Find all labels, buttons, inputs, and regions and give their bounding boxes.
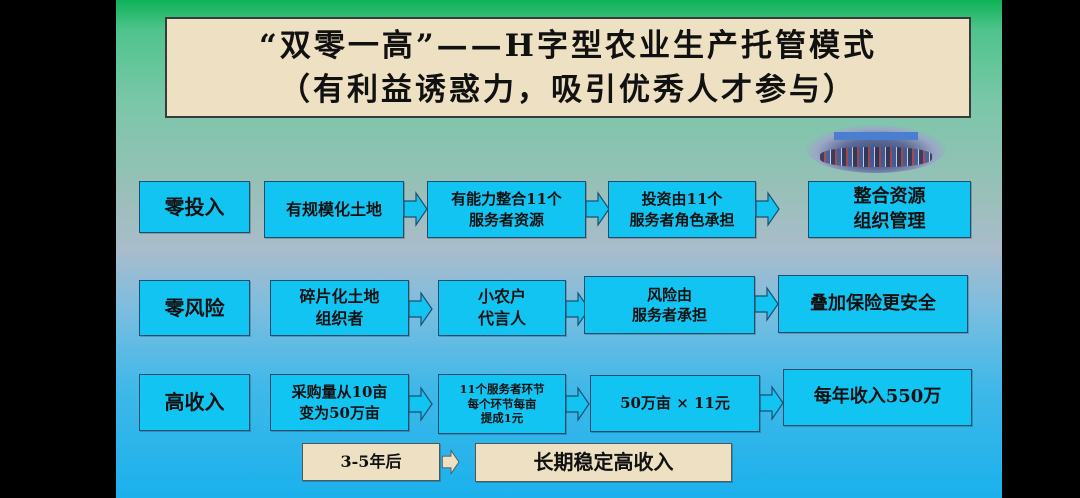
step-integrate-11-providers: 有能力整合11个 服务者资源 [427,181,586,238]
title-line-1: “双零一高”——H字型农业生产托管模式 [259,27,877,64]
arrow-right-icon [760,385,784,421]
title-line-2: （有利益诱惑力，吸引优秀人才参与） [279,71,857,108]
title-box: “双零一高”——H字型农业生产托管模式 （有利益诱惑力，吸引优秀人才参与） [165,17,971,118]
footer-timeframe: 3-5年后 [302,443,440,481]
arrow-right-icon [755,286,779,322]
row-label-zero-investment: 零投入 [139,181,250,233]
arrow-right-icon [440,449,462,475]
step-integrate-resources: 整合资源 组织管理 [808,181,971,238]
arrow-right-icon [586,191,610,227]
step-smallholder-spokesperson: 小农户 代言人 [438,280,566,336]
arrow-right-icon [566,386,590,422]
arrow-right-icon [756,191,780,227]
arrow-right-icon [566,291,590,327]
footer-long-term-income: 长期稳定高收入 [475,443,732,482]
step-commission-per-mu: 11个服务者环节 每个环节每亩 提成1元 [438,374,566,434]
meeting-photo [806,125,946,173]
arrow-right-icon [404,191,428,227]
step-risk-borne-by-providers: 风险由 服务者承担 [584,276,755,334]
photo-crowd [820,147,932,167]
step-calculation: 50万亩 × 11元 [590,375,760,432]
arrow-right-icon [409,291,433,327]
step-purchase-volume: 采购量从10亩 变为50万亩 [270,374,409,431]
step-large-scale-land: 有规模化土地 [264,181,404,238]
arrow-right-icon [409,386,433,422]
photo-banner [834,132,918,140]
row-label-high-income: 高收入 [139,374,250,431]
row-label-zero-risk: 零风险 [139,280,250,336]
step-annual-income: 每年收入550万 [783,369,972,426]
step-fragmented-land-organizer: 碎片化土地 组织者 [270,280,409,336]
step-insurance-safer: 叠加保险更安全 [778,275,968,333]
step-investment-by-providers: 投资由11个 服务者角色承担 [608,181,756,238]
